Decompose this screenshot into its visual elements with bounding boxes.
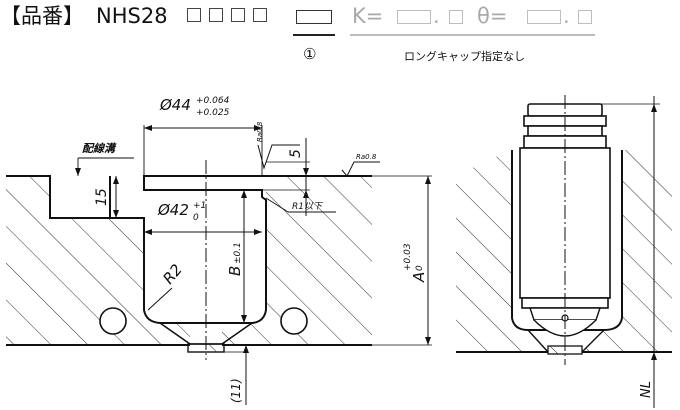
theta-value-box-2	[578, 10, 592, 24]
roughness-mark-2: Ra0.8	[356, 153, 377, 161]
part-number-bracket-label: 【品番】	[0, 4, 84, 28]
part-number-header: 【品番】 NHS28 K= . θ= .	[0, 0, 680, 40]
dim-d42-label: Ø42	[157, 201, 189, 219]
bore-outline	[6, 175, 372, 324]
roughness-mark-1: Ra0.8	[256, 121, 264, 142]
cross-hole-left	[99, 307, 127, 335]
dim-d42-tol-upper: +1	[193, 201, 206, 211]
k-value-box-1	[397, 10, 431, 24]
dim-15-label: 15	[94, 188, 110, 206]
part-code-box-4	[253, 8, 267, 22]
part-code-box-2	[209, 8, 223, 22]
dim-b-tol: ±0.1	[233, 242, 243, 264]
dim-a-label: A	[410, 272, 428, 283]
dim-a-tol-lower: 0	[415, 265, 425, 271]
groove-outline	[49, 176, 111, 219]
cross-hole-right	[280, 307, 308, 335]
dim-5-label: 5	[288, 149, 304, 158]
theta-label: θ=	[477, 4, 508, 28]
wiring-groove-label: 配線溝	[82, 142, 117, 155]
dim-11-label: (11)	[229, 378, 243, 403]
right-assembly-view: NL	[456, 95, 672, 408]
theta-value-box-1	[527, 10, 561, 24]
theta-decimal-dot: .	[563, 4, 570, 28]
k-theta-underline	[350, 34, 595, 36]
cap-option-underline	[293, 34, 335, 36]
dim-d44-tol-lower: +0.025	[196, 108, 230, 118]
dim-d44-label: Ø44	[159, 96, 191, 114]
part-number-prefix: NHS28	[96, 4, 168, 28]
part-code-box-3	[231, 8, 245, 22]
k-label: K=	[352, 4, 384, 28]
cap-option-note: ロングキャップ指定なし	[404, 50, 525, 63]
assembly-hatch-right	[582, 150, 672, 352]
circled-one-marker: ①	[303, 45, 317, 63]
workpiece-hatch-right	[222, 176, 372, 345]
cap-option-box	[296, 10, 332, 24]
part-code-box-1	[187, 8, 201, 22]
dim-d42-tol-lower: 0	[193, 213, 199, 223]
radius-r2-label: R2	[159, 261, 186, 288]
k-decimal-dot: .	[433, 4, 440, 28]
dim-a-tol-upper: +0.03	[403, 243, 413, 271]
assembly-hatch-left	[456, 150, 548, 352]
dim-b-label: B	[226, 266, 244, 276]
k-value-box-2	[449, 10, 463, 24]
left-section-view: Ø44 +0.064 +0.025 Ø42 +1 0 配線溝 15 5 Ra0.…	[6, 96, 432, 405]
dim-nl-label: NL	[639, 381, 654, 398]
r1-max-label: R1以下	[292, 201, 324, 212]
dim-d44-tol-upper: +0.064	[196, 96, 230, 106]
